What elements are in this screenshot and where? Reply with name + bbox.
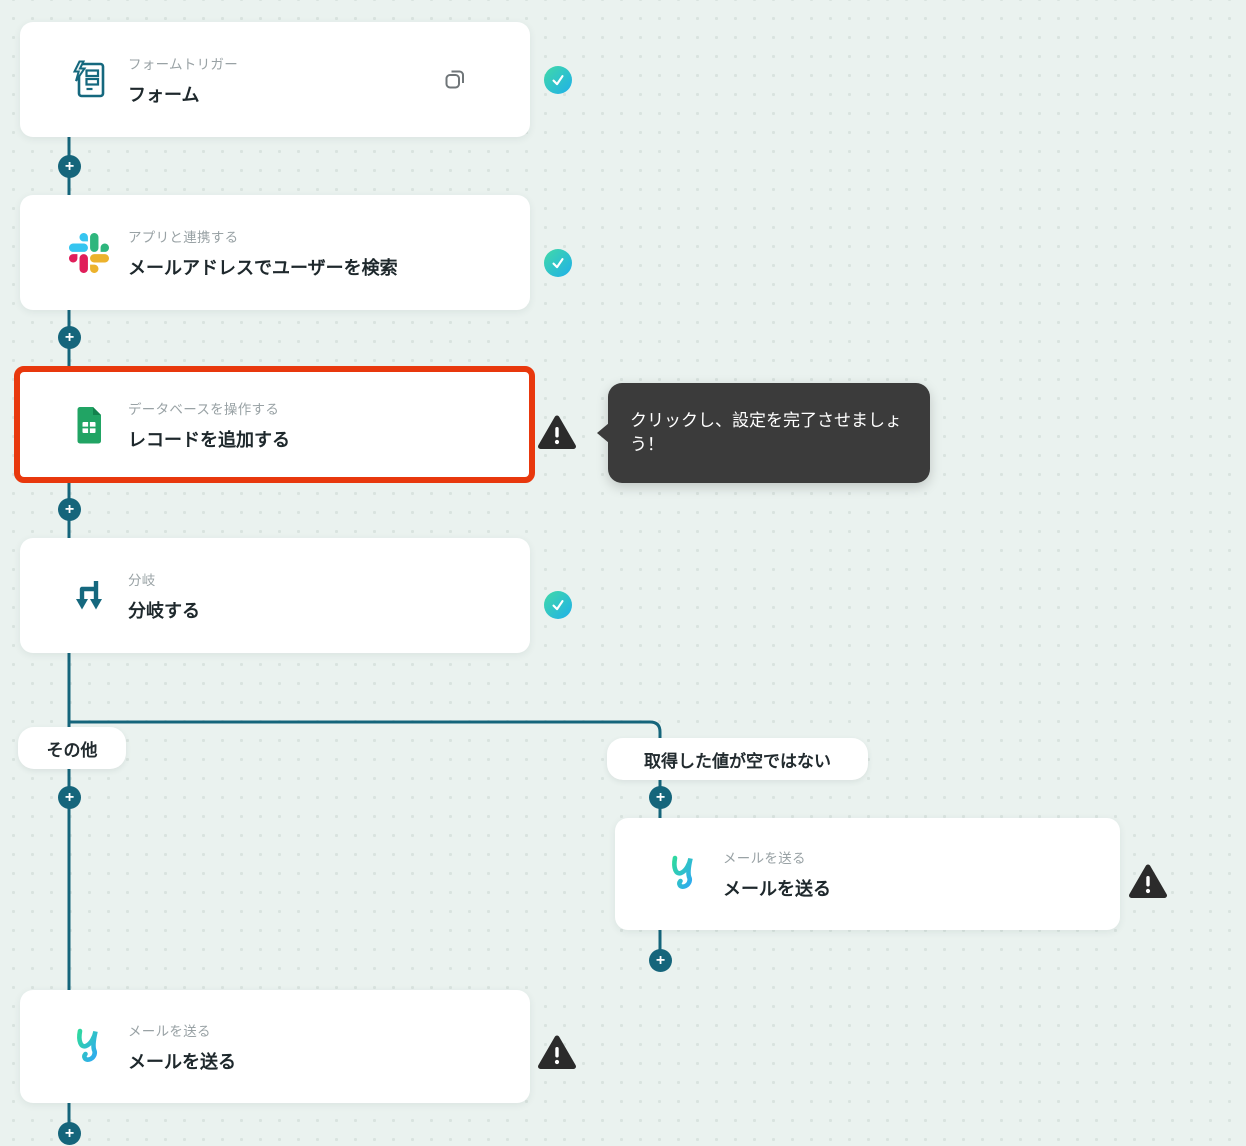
plus-icon: +	[655, 951, 666, 969]
warning-icon	[538, 415, 576, 449]
branch-icon	[66, 576, 112, 616]
plus-icon: +	[64, 788, 75, 806]
node-category: フォームトリガー	[128, 56, 238, 72]
node-category: メールを送る	[128, 1023, 211, 1039]
node-title: フォーム	[128, 84, 200, 105]
node-title: メールを送る	[723, 879, 831, 899]
status-warning-badge	[1128, 863, 1168, 900]
check-icon	[552, 75, 564, 86]
status-check-badge	[544, 591, 572, 619]
plus-icon: +	[64, 157, 75, 175]
plus-icon: +	[64, 1124, 75, 1142]
check-icon	[552, 258, 564, 269]
node-category: データベースを操作する	[128, 401, 280, 417]
node-title: 分岐する	[128, 600, 200, 621]
status-check-badge	[544, 249, 572, 277]
yoom-mail-icon	[66, 1024, 112, 1070]
node-card-branch[interactable]: 分岐 分岐する	[20, 538, 530, 653]
tooltip-arrow	[597, 423, 609, 443]
status-check-badge	[544, 66, 572, 94]
form-trigger-icon	[66, 58, 112, 102]
add-step-button[interactable]: +	[649, 949, 672, 972]
add-step-button[interactable]: +	[58, 498, 81, 521]
plus-icon: +	[655, 788, 666, 806]
plus-icon: +	[64, 328, 75, 346]
add-step-button[interactable]: +	[58, 155, 81, 178]
branch-label-text: その他	[46, 740, 98, 760]
status-warning-badge	[537, 414, 577, 451]
node-card-form-trigger[interactable]: フォームトリガー フォーム	[20, 22, 530, 137]
node-card-send-mail-right[interactable]: メールを送る メールを送る	[615, 818, 1120, 930]
node-title: レコードを追加する	[128, 429, 290, 450]
check-icon	[552, 600, 564, 611]
node-card-slack-search[interactable]: アプリと連携する メールアドレスでユーザーを検索	[20, 195, 530, 310]
add-step-button[interactable]: +	[58, 326, 81, 349]
add-step-button[interactable]: +	[58, 786, 81, 809]
tooltip-text: クリックし、設定を完了させましょう！	[630, 411, 902, 454]
warning-icon	[1129, 864, 1167, 898]
branch-label-other[interactable]: その他	[18, 727, 126, 769]
node-card-sheets-add-record-highlighted[interactable]: データベースを操作する レコードを追加する	[14, 366, 535, 483]
yoom-mail-icon	[661, 851, 707, 897]
node-category: メールを送る	[723, 851, 806, 866]
plus-icon: +	[64, 500, 75, 518]
add-step-button[interactable]: +	[58, 1122, 81, 1145]
slack-icon	[66, 232, 112, 273]
copy-icon	[445, 70, 464, 88]
status-warning-badge	[537, 1034, 577, 1071]
add-step-button[interactable]: +	[649, 786, 672, 809]
branch-label-text: 取得した値が空ではない	[644, 751, 831, 771]
node-card-send-mail-left[interactable]: メールを送る メールを送る	[20, 990, 530, 1103]
node-category: アプリと連携する	[128, 229, 239, 245]
node-category: 分岐	[128, 572, 156, 588]
node-title: メールを送る	[128, 1051, 236, 1072]
copy-node-button[interactable]	[442, 67, 468, 93]
warning-icon	[538, 1035, 576, 1069]
branch-label-value-not-empty[interactable]: 取得した値が空ではない	[607, 738, 868, 780]
setup-tooltip: クリックし、設定を完了させましょう！	[597, 383, 930, 483]
google-sheets-icon	[66, 405, 112, 445]
node-title: メールアドレスでユーザーを検索	[128, 257, 398, 278]
